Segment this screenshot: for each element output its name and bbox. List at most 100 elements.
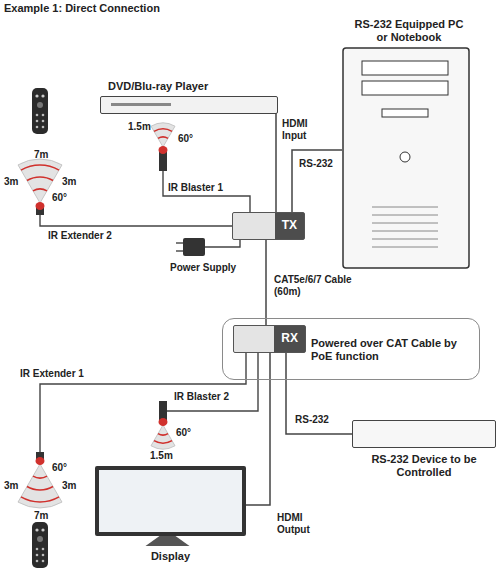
ir-fans [18, 123, 175, 508]
label-holder: 3m [62, 480, 76, 492]
ir-receiver-eye [36, 202, 45, 210]
pc-node: RS-232 Equipped PC or Notebook [342, 18, 476, 269]
tower-case [343, 48, 469, 268]
ir-wave [27, 177, 53, 180]
part-label: IR Blaster 2 [174, 391, 229, 403]
part-label: 3m [62, 480, 76, 492]
part-label: 7m [34, 149, 48, 161]
node-label: Powered over CAT Cable by PoE function [311, 337, 471, 362]
ir-wave [21, 165, 59, 170]
power-button [400, 152, 410, 162]
node-label: RX [274, 326, 305, 352]
label-holder: 1.5m [150, 450, 173, 462]
title-holder: Example 1: Direct Connection [4, 2, 160, 15]
ir-wave [21, 497, 59, 502]
part-label: 60° [52, 192, 67, 204]
part-label: Power Supply [170, 262, 236, 274]
part-label: 7m [34, 510, 48, 522]
vent-slot [372, 231, 438, 232]
edge-label-holder: HDMI Input [281, 118, 317, 141]
diagram-title: Example 1: Direct Connection [4, 2, 160, 15]
display-node: Display [95, 466, 246, 563]
ir-cone [151, 425, 175, 449]
part-label: 1.5m [128, 121, 151, 133]
cable-label: CAT5e/6/7 Cable (60m) [273, 274, 369, 297]
part-label: 60° [52, 462, 67, 474]
label-holder: IR Extender 2 [48, 230, 112, 242]
label-holder: 7m [34, 149, 48, 161]
player-body [100, 96, 278, 114]
vent-slot [372, 239, 438, 240]
part-label: 3m [4, 176, 18, 188]
vent-slot [372, 247, 438, 248]
ir-wave [158, 137, 168, 138]
dvd-node: DVD/Blu-ray Player [100, 80, 278, 114]
edge-label-holder: HDMI Output [276, 512, 320, 535]
label-holder: 60° [52, 192, 67, 204]
label-holder: IR Blaster 1 [168, 182, 223, 194]
ir-wave [154, 129, 172, 131]
unit-node: TX [232, 212, 305, 240]
part-label: IR Blaster 1 [168, 182, 223, 194]
plug-prong [176, 250, 183, 251]
label-holder: 60° [176, 427, 191, 439]
ir-blaster-eye [159, 418, 168, 426]
cable-connector [276, 106, 278, 212]
ir-cone [151, 123, 175, 147]
ir-blaster-eye [159, 146, 168, 154]
drive-bay [362, 61, 448, 75]
ir-wave [158, 434, 168, 435]
group-node: Powered over CAT Cable by PoE functionRX [222, 318, 480, 380]
edge-label-holder: RS-232 [294, 414, 330, 426]
part-label: IR Extender 1 [20, 368, 84, 380]
ir-wave [27, 487, 53, 490]
display-screen [95, 466, 246, 536]
node-label: RS-232 Equipped PC or Notebook [342, 18, 476, 43]
node-label: RS-232 Device to be Controlled [352, 453, 496, 478]
label-holder: 7m [34, 510, 48, 522]
node-label: TX [275, 213, 304, 239]
ir-receiver-eye [36, 457, 45, 465]
label-holder: 3m [4, 176, 18, 188]
vent-slot [372, 223, 438, 224]
remote-control [32, 88, 48, 134]
cable-label: HDMI Output [276, 512, 320, 535]
label-holder: 3m [4, 480, 18, 492]
power-adapter [183, 238, 205, 256]
cable-connector [265, 240, 267, 325]
pc-tower [342, 47, 470, 269]
part-label: 60° [176, 427, 191, 439]
power-cable [205, 239, 240, 247]
part-label: 3m [62, 176, 76, 188]
cable-connector [286, 353, 352, 434]
ir-wave [33, 476, 47, 478]
remote-control [32, 522, 48, 568]
cable-label: RS-232 [298, 158, 334, 170]
label-holder: 3m [62, 176, 76, 188]
label-holder: 60° [178, 133, 193, 145]
edge-label-holder: RS-232 [298, 158, 334, 170]
device-node: RS-232 Device to be Controlled [352, 420, 496, 478]
ir-wave [33, 189, 47, 191]
label-holder: Power Supply [170, 262, 236, 274]
disc-slot [111, 103, 171, 106]
stand-base [146, 536, 190, 546]
label-holder: IR Extender 1 [20, 368, 84, 380]
ir-blaster-cable [163, 170, 250, 213]
unit-node: RX [233, 325, 306, 353]
node-label: DVD/Blu-ray Player [100, 80, 278, 93]
label-holder: IR Blaster 2 [174, 391, 229, 403]
display-stand [95, 536, 240, 548]
floppy-slot [382, 109, 428, 117]
vent-slot [372, 215, 438, 216]
vent-slot [372, 207, 438, 208]
plug-prong [176, 242, 183, 243]
ir-wave [154, 441, 172, 443]
drive-bay [362, 81, 448, 95]
device-body [352, 420, 496, 448]
part-label: IR Extender 2 [48, 230, 112, 242]
part-label: 3m [4, 480, 18, 492]
cable-label: RS-232 [294, 414, 330, 426]
edge-label-holder: CAT5e/6/7 Cable (60m) [273, 274, 369, 297]
